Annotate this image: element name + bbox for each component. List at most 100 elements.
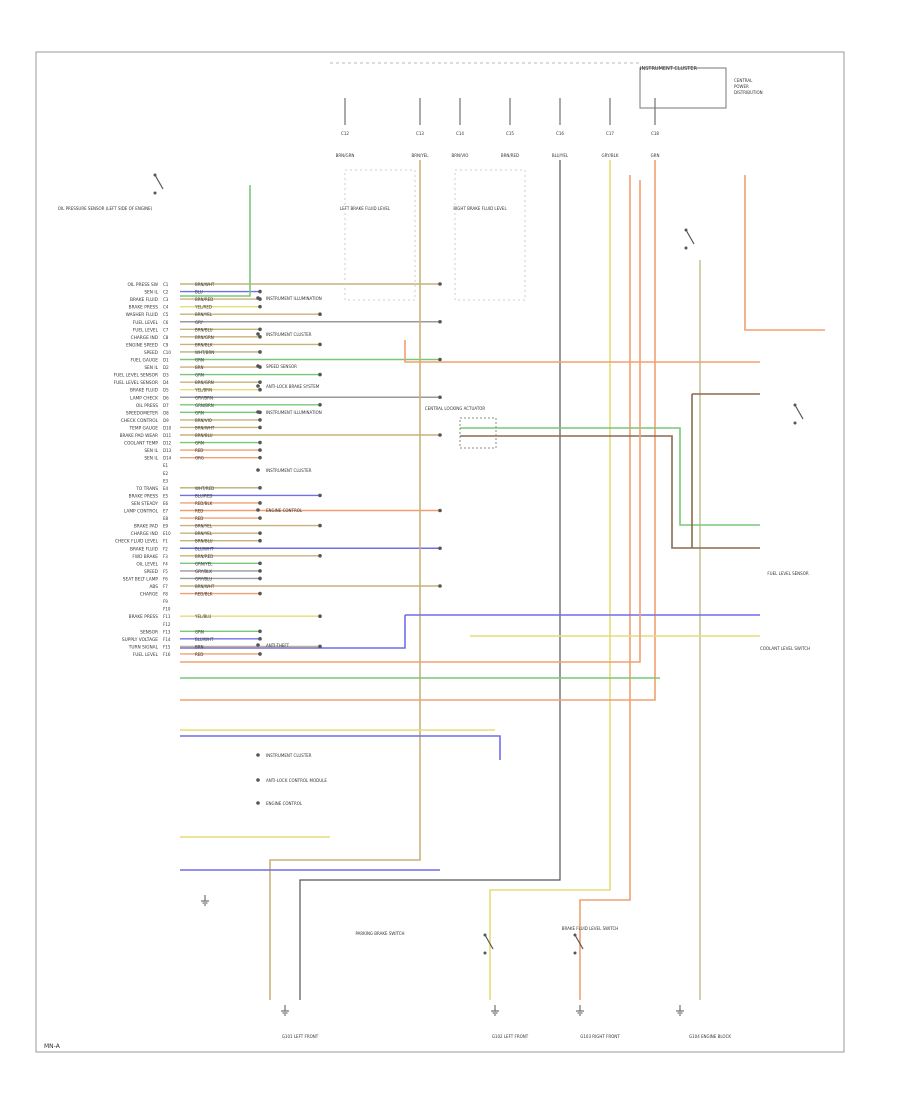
pin-label: CHECK FLUID LEVEL xyxy=(115,539,159,545)
pin-end-dot xyxy=(258,448,262,452)
pin-label: TO TRANS xyxy=(135,486,158,492)
pin-number: D9 xyxy=(163,418,169,423)
wire-code: BRN/RED xyxy=(195,554,213,559)
wire-code: GRY/BLK xyxy=(195,569,212,574)
riser-wire-5 xyxy=(579,175,631,1000)
pin-number: D13 xyxy=(163,448,172,453)
pin-end-dot xyxy=(258,516,262,520)
riser-wire-4 xyxy=(180,160,656,701)
ground-label: G101 LEFT FRONT xyxy=(282,1034,319,1039)
pin-number: E9 xyxy=(163,524,169,529)
wire-code: BLU/WHT xyxy=(195,546,214,551)
pin-label: COOLANT TEMP xyxy=(124,441,158,447)
pin-number: D4 xyxy=(163,380,169,385)
pin-number: F7 xyxy=(163,584,168,589)
wire-code: WHT/BRN xyxy=(195,350,214,355)
wire-code: BRN/RED xyxy=(195,297,213,302)
pin-number: E8 xyxy=(163,516,169,521)
pin-label: FUEL LEVEL xyxy=(133,327,159,333)
wire-code: GRN xyxy=(195,410,204,415)
pin-number: E4 xyxy=(163,486,169,491)
pin-number: E10 xyxy=(163,531,171,536)
run-blue-1 xyxy=(180,615,406,649)
wire-code: BRN/BLU xyxy=(195,539,213,544)
pin-number: C3 xyxy=(163,297,169,302)
connector-dot xyxy=(256,801,260,805)
pin-end-dot xyxy=(438,282,442,286)
pin-end-dot xyxy=(258,335,262,339)
pin-number: D11 xyxy=(163,433,172,438)
pin-end-dot xyxy=(258,327,262,332)
pin-end-dot xyxy=(258,455,262,460)
pin-number: F2 xyxy=(163,546,168,551)
connector-dot xyxy=(256,468,260,472)
connector-dot xyxy=(256,384,260,388)
pin-number: F3 xyxy=(163,554,168,559)
pin-end-dot xyxy=(258,561,262,566)
wire-code: BRN/YEL xyxy=(195,531,213,536)
pin-label: FUEL LEVEL xyxy=(133,320,159,326)
component-callout: COOLANT LEVEL SWITCH xyxy=(760,646,810,651)
connector-label: INSTRUMENT ILLUMINATION xyxy=(266,410,322,415)
switch-arm xyxy=(484,934,494,950)
fuse-pin-label: C13 xyxy=(416,131,424,136)
connector-dot xyxy=(256,643,260,647)
pin-number: C2 xyxy=(163,290,169,295)
connector-label: ENGINE CONTROL xyxy=(266,801,303,806)
run-brown-1 xyxy=(460,435,760,549)
pin-end-dot xyxy=(318,614,322,618)
pin-number: C6 xyxy=(163,320,169,325)
pin-end-dot xyxy=(438,508,442,513)
connector-label: ANTI-THEFT xyxy=(266,643,290,648)
ground-symbol xyxy=(201,895,209,906)
pin-label: CHARGE IND xyxy=(131,335,159,341)
pin-end-dot xyxy=(258,637,262,641)
riser-wire-3 xyxy=(489,160,611,1000)
pin-label: FUEL LEVEL SENSOR xyxy=(114,373,158,379)
pin-label: SEN IL xyxy=(144,456,158,462)
ground-label: G102 LEFT FRONT xyxy=(492,1034,529,1039)
pin-number: C1 xyxy=(163,282,169,287)
pin-number: F10 xyxy=(163,607,171,612)
component-callout: BRAKE FLUID LEVEL SWITCH xyxy=(562,926,619,931)
component-layer xyxy=(153,67,804,1016)
pin-label: BRAKE FLUID xyxy=(130,388,159,394)
wire-code: GRN xyxy=(195,441,204,446)
top-right-label: INSTRUMENT CLUSTER xyxy=(640,66,698,72)
pin-number: E7 xyxy=(163,509,169,514)
wire-code: GRN xyxy=(195,629,204,634)
pin-label: SPEED xyxy=(144,569,159,575)
switch-contact-bottom xyxy=(793,421,797,425)
connector-label: INSTRUMENT ILLUMINATION xyxy=(266,296,322,301)
wire-code: BRN/VIO xyxy=(195,418,212,423)
pin-number: D8 xyxy=(163,410,169,415)
connector-dot xyxy=(256,296,260,300)
wire-code: GRY/BRN xyxy=(195,395,213,400)
pin-label: OIL PRESS xyxy=(136,403,158,409)
pin-label: SEN IL xyxy=(144,290,158,296)
diagram-frame xyxy=(35,51,845,1053)
pin-number: F11 xyxy=(163,614,171,619)
fuse-wire-label: GRY/BLK xyxy=(601,153,618,158)
pin-end-dot xyxy=(258,652,262,656)
switch-contact-bottom xyxy=(153,191,157,195)
relay-switch xyxy=(684,228,695,250)
pin-end-dot xyxy=(258,629,262,634)
pin-end-dot xyxy=(318,312,322,317)
ground-symbol xyxy=(676,1005,684,1016)
pin-end-dot xyxy=(438,395,442,400)
wire-code: BRN/GRN xyxy=(195,380,214,385)
pin-end-dot xyxy=(258,418,262,422)
fuse-pin-label: C16 xyxy=(556,131,564,136)
switch-arm xyxy=(794,404,804,420)
pin-label: SPEEDOMETER xyxy=(126,410,158,416)
pin-number: C10 xyxy=(163,350,171,355)
connector-dot xyxy=(256,753,260,757)
connector-label: INSTRUMENT CLUSTER xyxy=(266,332,312,337)
pin-number: E6 xyxy=(163,501,169,506)
fuse-wire-label: BRN/YEL xyxy=(411,153,429,158)
wire-code: RED xyxy=(195,652,203,657)
pin-label: TEMP GAUGE xyxy=(129,425,159,431)
